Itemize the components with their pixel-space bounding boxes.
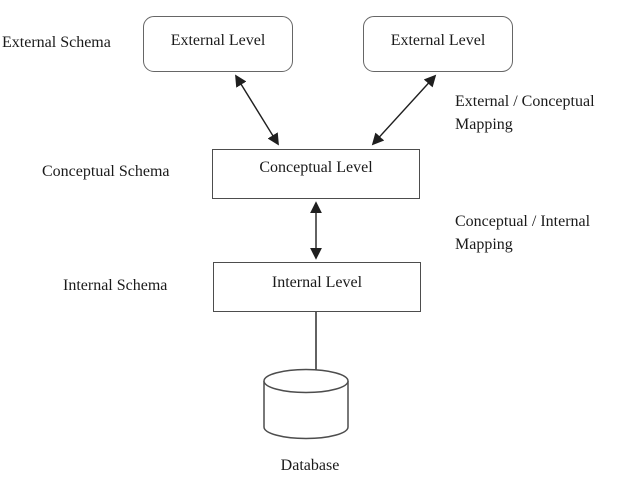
database-cylinder-icon [263,368,349,440]
arrow-external1-conceptual [235,74,279,146]
database-label: Database [280,457,340,474]
internal-schema-label: Internal Schema [63,277,168,294]
external-conceptual-mapping-label: External / Conceptual Mapping [455,93,595,133]
internal-level-box: Internal Level [213,262,421,312]
external-level-box-1: External Level [143,16,293,72]
conceptual-schema-label: Conceptual Schema [42,163,170,180]
conceptual-level-label: Conceptual Level [259,159,373,176]
conceptual-internal-mapping-label: Conceptual / Internal Mapping [455,213,591,253]
arrow-external2-conceptual [371,74,437,146]
conceptual-level-box: Conceptual Level [212,149,420,199]
external-level-box-2: External Level [363,16,513,72]
external-level-2-label: External Level [390,32,486,49]
internal-level-label: Internal Level [271,274,363,291]
external-level-1-label: External Level [170,32,266,49]
external-schema-label: External Schema [2,34,111,51]
